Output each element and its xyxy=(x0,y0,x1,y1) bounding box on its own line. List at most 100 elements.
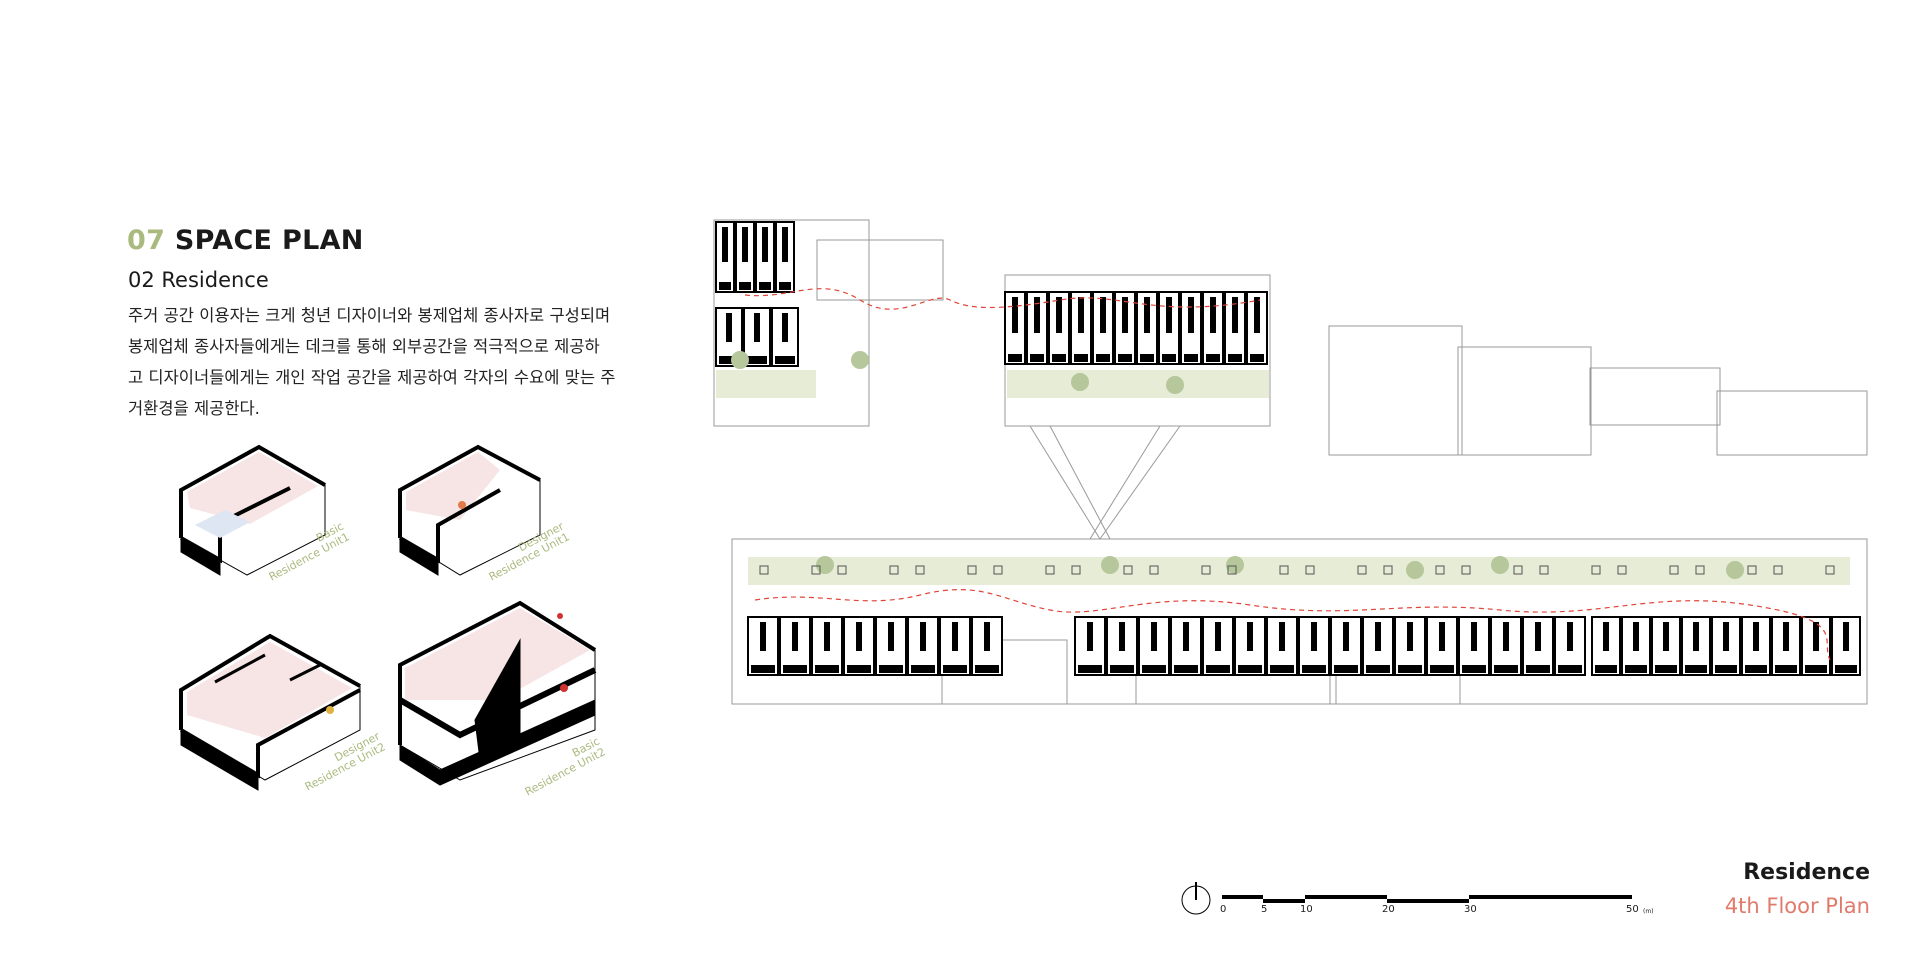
table-icon xyxy=(1669,565,1679,575)
unit-furniture xyxy=(1302,665,1326,673)
unit-furniture xyxy=(1210,297,1216,333)
table-icon xyxy=(1383,565,1393,575)
unit-furniture xyxy=(1151,622,1157,651)
unit-furniture xyxy=(1087,622,1093,651)
unit-furniture xyxy=(1100,297,1106,333)
unit-furniture xyxy=(1008,354,1022,362)
table-icon xyxy=(759,565,769,575)
description-line: 봉제업체 종사자들에게는 데크를 통해 외부공간을 적극적으로 제공하 xyxy=(128,337,600,356)
tree-icon xyxy=(1166,376,1184,394)
unit-furniture xyxy=(1254,297,1260,333)
plan-title: Residence xyxy=(1743,860,1870,885)
unit-furniture xyxy=(1775,665,1797,673)
unit-furniture xyxy=(1753,622,1759,651)
unit-furniture xyxy=(1183,622,1189,651)
table-icon xyxy=(1435,565,1445,575)
unit-furniture xyxy=(1334,665,1358,673)
scale-segment xyxy=(1305,895,1387,899)
unit-furniture xyxy=(1685,665,1707,673)
unit-furniture xyxy=(1343,622,1349,651)
unit-furniture xyxy=(747,356,767,364)
unit-furniture xyxy=(1311,622,1317,651)
plan-subtitle: 4th Floor Plan xyxy=(1724,894,1870,918)
scale-tick: 0 xyxy=(1220,904,1227,915)
scale-tick: 10 xyxy=(1300,904,1313,915)
section-number: 07 xyxy=(127,225,166,256)
table-icon xyxy=(915,565,925,575)
unit-furniture xyxy=(1835,665,1857,673)
unit-furniture xyxy=(1034,297,1040,333)
unit-furniture xyxy=(975,665,999,673)
unit-furniture xyxy=(1595,665,1617,673)
unit-furniture xyxy=(1030,354,1044,362)
scale-tick: 20 xyxy=(1382,904,1395,915)
table-icon xyxy=(1149,565,1159,575)
scale-segment xyxy=(1222,895,1263,899)
unit-furniture xyxy=(783,665,807,673)
unit-furniture xyxy=(1206,665,1230,673)
unit-furniture xyxy=(1184,354,1198,362)
unit-furniture xyxy=(1693,622,1699,651)
scale-tick: 50 xyxy=(1626,904,1639,915)
unit-furniture xyxy=(1270,665,1294,673)
unit-furniture xyxy=(1462,665,1486,673)
unit-furniture xyxy=(1535,622,1541,651)
scale-segment xyxy=(1387,899,1469,903)
unit-furniture xyxy=(1279,622,1285,651)
unit-furniture xyxy=(1663,622,1669,651)
unit-furniture xyxy=(1430,665,1454,673)
unit-furniture xyxy=(856,622,862,651)
table-icon xyxy=(1695,565,1705,575)
tree-icon xyxy=(1101,556,1119,574)
unit-furniture xyxy=(1567,622,1573,651)
unit-furniture xyxy=(1119,622,1125,651)
tree-icon xyxy=(1406,561,1424,579)
table-icon xyxy=(1591,565,1601,575)
unit-furniture xyxy=(1526,665,1550,673)
tree-icon xyxy=(1491,556,1509,574)
unit-furniture xyxy=(1188,297,1194,333)
unit-furniture xyxy=(782,227,788,262)
unit-furniture xyxy=(1144,297,1150,333)
unit-furniture xyxy=(739,282,751,290)
unit-furniture xyxy=(1232,297,1238,333)
unit-furniture xyxy=(726,313,732,342)
scale-unit: (m) xyxy=(1643,908,1654,915)
description-line: 주거 공간 이용자는 크게 청년 디자이너와 봉제업체 종사자로 구성되며 xyxy=(128,306,611,325)
unit-furniture xyxy=(1471,622,1477,651)
unit-furniture xyxy=(754,313,760,342)
unit-furniture xyxy=(1439,622,1445,651)
scale-tick: 5 xyxy=(1261,904,1268,915)
table-icon xyxy=(1279,565,1289,575)
unit-furniture xyxy=(1206,354,1220,362)
unit-furniture xyxy=(1174,665,1198,673)
table-icon xyxy=(1461,565,1471,575)
table-icon xyxy=(1227,565,1237,575)
unit-furniture xyxy=(1558,665,1582,673)
unit-furniture xyxy=(1813,622,1819,651)
unit-furniture xyxy=(879,665,903,673)
unit-furniture xyxy=(1603,622,1609,651)
table-icon xyxy=(1513,565,1523,575)
unit-furniture xyxy=(1166,297,1172,333)
unit-furniture xyxy=(1012,297,1018,333)
unit-furniture xyxy=(1723,622,1729,651)
unit-furniture xyxy=(920,622,926,651)
unit-furniture xyxy=(792,622,798,651)
unit-furniture xyxy=(888,622,894,651)
table-icon xyxy=(1071,565,1081,575)
unit-furniture xyxy=(1096,354,1110,362)
scale-segment xyxy=(1469,895,1632,899)
unit-furniture xyxy=(952,622,958,651)
unit-furniture xyxy=(1238,665,1262,673)
table-icon xyxy=(1825,565,1835,575)
deck xyxy=(1007,370,1269,398)
scale-segment xyxy=(1263,899,1305,903)
tree-icon xyxy=(1726,561,1744,579)
unit-furniture xyxy=(1052,354,1066,362)
iso-designer-unit1 xyxy=(398,444,541,576)
unit-furniture xyxy=(722,227,728,262)
